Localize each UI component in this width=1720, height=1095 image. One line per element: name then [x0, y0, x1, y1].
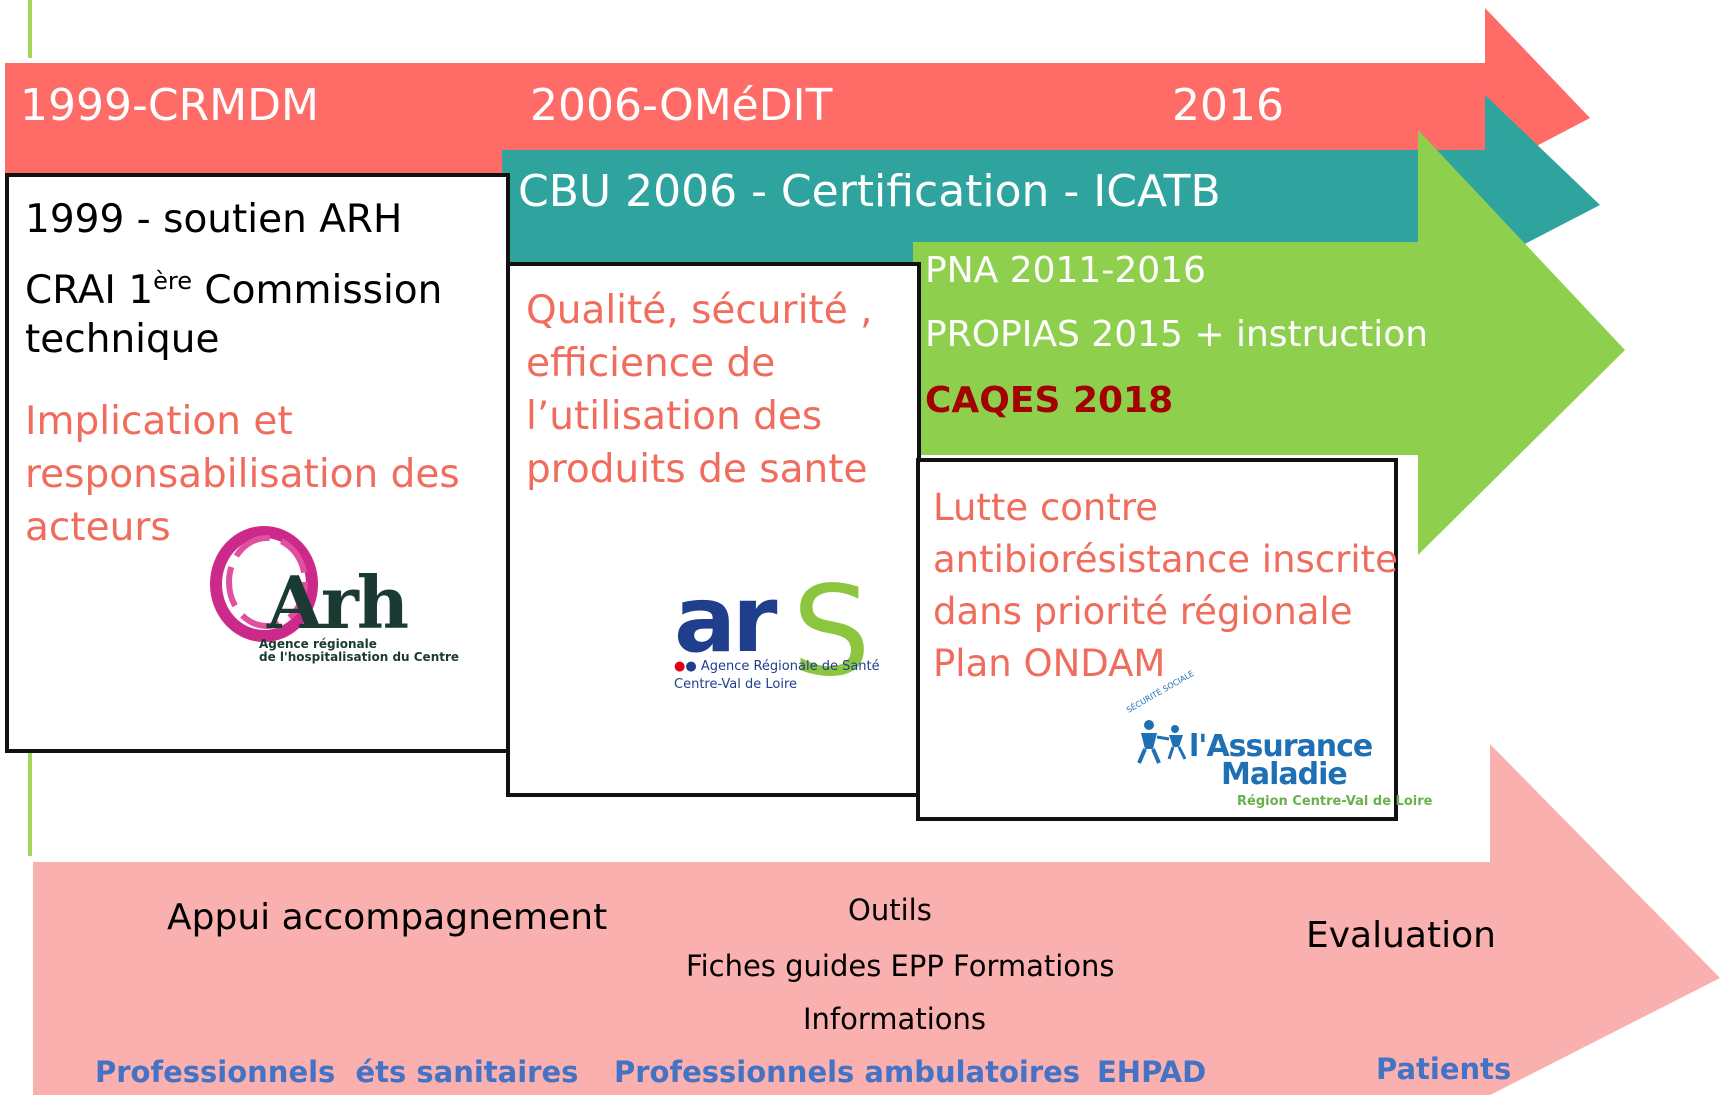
box-2016-highlight-line: Plan ONDAM	[933, 642, 1166, 685]
teal-band-title: CBU 2006 - Certification - ICATB	[518, 166, 1221, 217]
arh-swirl-icon	[210, 526, 318, 642]
audience-ambulatoires: Professionnels ambulatoires	[614, 1055, 1081, 1089]
ars-logo-subtitle2: Centre-Val de Loire	[674, 677, 798, 692]
box-2006-highlight-line: efficience de	[526, 341, 776, 386]
audience-etablissements: Professionnels éts sanitaires	[95, 1055, 579, 1089]
timeline-label-2016: 2016	[1172, 80, 1284, 131]
box-1999: 1999 - soutien ARH CRAI 1ère Commission …	[5, 173, 510, 753]
timeline-label-2006: 2006-OMéDIT	[530, 80, 833, 131]
arh-logo-subtitle2: de l'hospitalisation du Centre	[259, 650, 460, 664]
box-2006-highlight-line: Qualité, sécurité ,	[526, 288, 873, 333]
assurance-maladie-region: Région Centre-Val de Loire	[1237, 794, 1433, 809]
flag-dots-icon: ●	[674, 659, 686, 674]
bottom-outils: Outils	[848, 893, 932, 927]
box-1999-highlight-line: responsabilisation des	[25, 452, 460, 497]
box-2006: Qualité, sécurité , efficience de l’util…	[506, 262, 921, 797]
assurance-maladie-name1: l'Assurance	[1189, 729, 1373, 764]
box-2006-highlight: Qualité, sécurité , efficience de l’util…	[526, 284, 873, 496]
box-2016-highlight-line: dans priorité régionale	[933, 590, 1353, 633]
box-2016: Lutte contre antibiorésistance inscrite …	[916, 458, 1432, 821]
box-2016-highlight: Lutte contre antibiorésistance inscrite …	[933, 482, 1398, 690]
timeline-label-1999: 1999-CRMDM	[20, 80, 319, 131]
ars-logo-subtitle1: ●● Agence Régionale de Santé	[674, 659, 880, 674]
box-1999-highlight-line: Implication et	[25, 399, 293, 444]
ars-logo-s: S	[792, 560, 871, 704]
left-rule-bottom	[28, 748, 32, 856]
bottom-pink-arrow	[33, 744, 1720, 1095]
left-rule-top	[28, 0, 32, 58]
arh-logo: Arh Agence régionale de l'hospitalisatio…	[209, 522, 459, 667]
arh-logo-subtitle1: Agence régionale	[259, 637, 377, 651]
box-1999-highlight: Implication et responsabilisation des ac…	[25, 395, 460, 554]
ars-logo: ar S ●● Agence Régionale de Santé Centre…	[674, 560, 904, 714]
box-1999-crai-line2: technique	[25, 317, 220, 362]
box-1999-crai: CRAI 1ère Commission	[25, 267, 443, 313]
ars-logo-ar: ar	[674, 566, 777, 673]
box-1999-highlight-line: acteurs	[25, 505, 171, 550]
cbu-teal-arrow	[502, 95, 1600, 262]
bottom-evaluation: Evaluation	[1306, 915, 1496, 956]
box-1999-line1: 1999 - soutien ARH	[25, 197, 403, 242]
arh-logo-name: Arh	[267, 560, 409, 645]
assurance-maladie-logo: SÉCURITÉ SOCIALE l'Assurance Maladie Rég…	[1125, 669, 1432, 817]
assurance-maladie-name2: Maladie	[1221, 757, 1348, 792]
green-band-line3: CAQES 2018	[925, 380, 1174, 421]
timeline-red-arrow	[5, 8, 1590, 173]
box-2016-highlight-line: antibiorésistance inscrite	[933, 538, 1398, 581]
audience-patients: Patients	[1376, 1052, 1512, 1086]
box-2006-highlight-line: produits de sante	[526, 447, 868, 492]
box-2016-highlight-line: Lutte contre	[933, 486, 1159, 529]
bottom-informations: Informations	[803, 1002, 986, 1036]
pna-green-arrow	[913, 130, 1625, 555]
bottom-appui: Appui accompagnement	[167, 897, 608, 938]
green-band-line1: PNA 2011-2016	[925, 250, 1206, 291]
audience-ehpad: EHPAD	[1097, 1055, 1207, 1089]
bottom-fiches: Fiches guides EPP Formations	[686, 949, 1115, 983]
green-band-line2: PROPIAS 2015 + instruction	[925, 314, 1429, 355]
family-figures-icon	[1137, 720, 1187, 764]
box-2006-highlight-line: l’utilisation des	[526, 394, 823, 439]
